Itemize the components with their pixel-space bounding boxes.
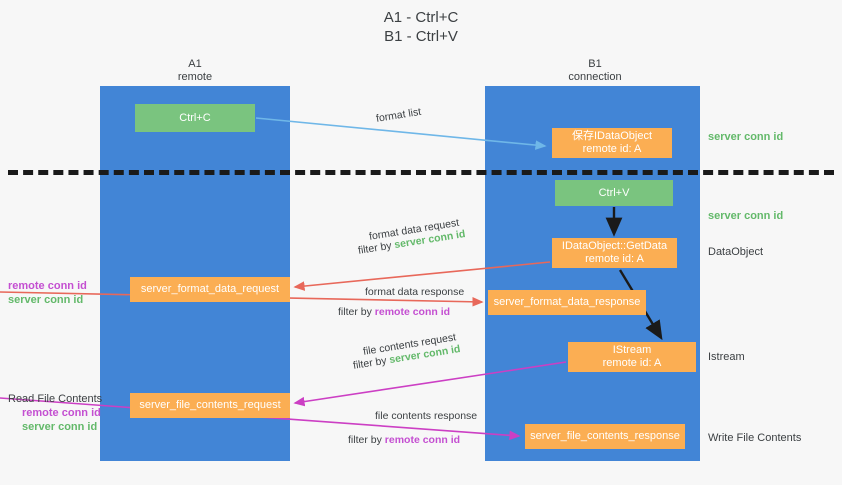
column-header-b1: B1 connection [530,58,660,84]
column-header-a1-sub: remote [177,71,213,83]
box-server-format-data-response[interactable]: server_format_data_response [488,290,646,315]
annotation-file-contents-response-filter: filter by remote conn id [348,433,460,447]
box-server-format-data-request[interactable]: server_format_data_request [130,277,290,302]
page-title: A1 - Ctrl+C B1 - Ctrl+V [383,9,459,45]
filter-value-remote-conn-id: remote conn id [374,306,451,318]
box-idataobject-getdata[interactable]: IDataObject::GetData remote id: A [552,238,677,268]
label-remote-conn-id-upper: remote conn id [8,280,87,292]
filter-value-remote-conn-id: remote conn id [384,434,461,446]
label-read-file-contents: Read File Contents [8,393,103,405]
label-conn-ids-upper: remote conn id server conn id [8,279,87,307]
annotation-format-data-response-filter: filter by remote conn id [338,305,450,319]
column-header-a1-name: A1 [188,58,202,70]
label-write-file-contents: Write File Contents [708,432,802,444]
filter-prefix: filter by [352,354,391,372]
box-server-file-contents-response[interactable]: server_file_contents_response [525,424,685,449]
column-header-a1: A1 remote [130,58,260,84]
label-server-conn-id-top: server conn id [708,131,784,143]
label-conn-ids-lower: Read File Contents remote conn id server… [8,392,102,434]
filter-prefix: filter by [348,434,385,446]
filter-prefix: filter by [357,239,396,257]
phase-divider [8,170,834,175]
label-istream: Istream [708,351,745,363]
filter-prefix: filter by [338,306,375,318]
label-remote-conn-id-lower: remote conn id [22,407,101,419]
box-idataobject[interactable]: 保存IDataObject remote id: A [552,128,672,158]
label-server-conn-id-second: server conn id [708,210,784,222]
annotation-format-data-response: format data response [365,286,465,298]
column-header-b1-name: B1 [588,58,602,70]
box-server-file-contents-request[interactable]: server_file_contents_request [130,393,290,418]
box-istream[interactable]: IStream remote id: A [568,342,696,372]
box-ctrl-c[interactable]: Ctrl+C [135,104,255,132]
label-server-conn-id-upper: server conn id [8,294,84,306]
annotation-file-contents-response: file contents response [375,410,478,422]
column-header-b1-sub: connection [568,71,622,83]
box-ctrl-v[interactable]: Ctrl+V [555,180,673,206]
label-dataobject: DataObject [708,246,764,258]
label-server-conn-id-lower: server conn id [22,421,98,433]
annotation-format-list: format list [375,105,422,125]
